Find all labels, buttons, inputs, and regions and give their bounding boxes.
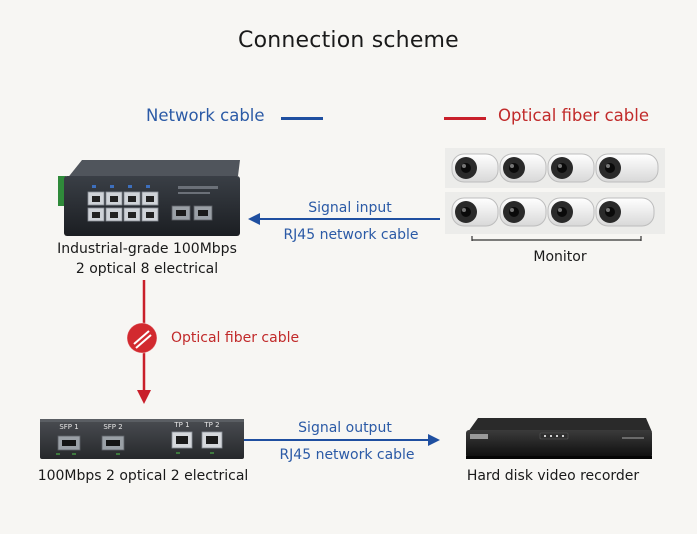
switch-label: Industrial-grade 100Mbps 2 optical 8 ele… — [36, 239, 258, 279]
legend-network-cable: Network cable — [146, 106, 265, 125]
fiber-link-label: Optical fiber cable — [171, 330, 300, 346]
port-label-tp2: TP 2 — [204, 421, 220, 429]
signal-input-label: Signal input — [308, 200, 392, 216]
switch-label-line2: 2 optical 8 electrical — [75, 261, 219, 277]
monitor-bracket — [471, 236, 642, 241]
signal-output-arrow — [244, 434, 440, 446]
signal-output-label: Signal output — [298, 420, 392, 436]
media-converter-image — [40, 419, 244, 459]
signal-input-cable-label: RJ45 network cable — [283, 227, 419, 243]
port-label-tp1: TP 1 — [174, 421, 190, 429]
dvr-image — [466, 418, 652, 459]
dvr-label: Hard disk video recorder — [466, 468, 640, 484]
signal-input-arrow — [248, 213, 440, 225]
legend-optical-fiber-cable: Optical fiber cable — [498, 106, 649, 125]
signal-output-cable-label: RJ45 network cable — [279, 447, 415, 463]
switch-label-line1: Industrial-grade 100Mbps — [57, 241, 237, 257]
port-label-sfp2: SFP 2 — [103, 423, 123, 431]
port-label-sfp1: SFP 1 — [59, 423, 79, 431]
fiber-badge-icon — [126, 322, 158, 354]
camera-array-image — [445, 148, 665, 234]
media-converter-label: 100Mbps 2 optical 2 electrical — [37, 468, 249, 484]
industrial-switch-image — [58, 160, 240, 236]
diagram-title: Connection scheme — [238, 28, 459, 53]
monitor-label: Monitor — [533, 249, 587, 265]
legend-fiber-line — [444, 117, 486, 120]
legend-network-line — [281, 117, 323, 120]
